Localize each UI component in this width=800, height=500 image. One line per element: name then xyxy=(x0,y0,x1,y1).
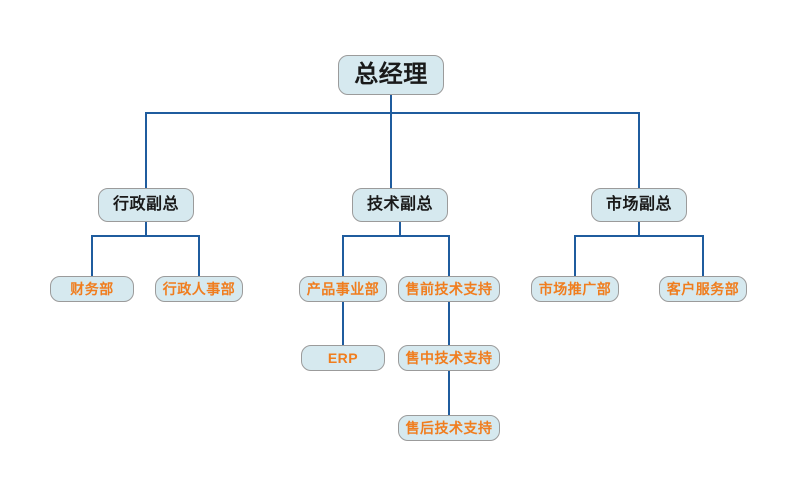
node-erp[interactable]: ERP xyxy=(301,345,385,371)
node-label-aftersales: 售后技术支持 xyxy=(405,420,493,436)
node-gm[interactable]: 总经理 xyxy=(338,55,444,95)
connector-tech-vp-to-presales xyxy=(400,235,450,276)
node-label-gm: 总经理 xyxy=(354,61,428,88)
node-finance[interactable]: 财务部 xyxy=(50,276,134,302)
connector-admin-vp-to-admin-hr xyxy=(146,235,200,276)
connector-market-vp-to-promotion xyxy=(574,222,640,276)
node-customer-service[interactable]: 客户服务部 xyxy=(659,276,747,302)
node-label-erp: ERP xyxy=(327,350,359,366)
node-label-market-vp: 市场副总 xyxy=(605,196,672,213)
node-aftersales[interactable]: 售后技术支持 xyxy=(398,415,500,441)
node-product-div[interactable]: 产品事业部 xyxy=(299,276,387,302)
node-label-promotion: 市场推广部 xyxy=(538,281,612,297)
node-label-product-div: 产品事业部 xyxy=(306,281,380,297)
connector-gm-to-admin-vp xyxy=(145,95,392,188)
node-tech-vp[interactable]: 技术副总 xyxy=(352,188,448,222)
node-market-vp[interactable]: 市场副总 xyxy=(591,188,687,222)
node-label-tech-vp: 技术副总 xyxy=(366,196,433,213)
connector-admin-vp-to-finance xyxy=(91,222,147,276)
node-presales[interactable]: 售前技术支持 xyxy=(398,276,500,302)
node-label-presales: 售前技术支持 xyxy=(405,281,493,297)
node-label-admin-vp: 行政副总 xyxy=(112,196,179,213)
connector-market-vp-to-customer-service xyxy=(639,235,704,276)
connector-tech-vp-to-product-div xyxy=(342,222,401,276)
node-label-finance: 财务部 xyxy=(70,281,114,297)
node-label-admin-hr: 行政人事部 xyxy=(162,281,236,297)
node-promotion[interactable]: 市场推广部 xyxy=(531,276,619,302)
node-label-customer-service: 客户服务部 xyxy=(666,281,740,297)
node-admin-hr[interactable]: 行政人事部 xyxy=(155,276,243,302)
node-admin-vp[interactable]: 行政副总 xyxy=(98,188,194,222)
connector-gm-to-market-vp xyxy=(391,112,640,188)
node-insales[interactable]: 售中技术支持 xyxy=(398,345,500,371)
node-label-insales: 售中技术支持 xyxy=(405,350,493,366)
